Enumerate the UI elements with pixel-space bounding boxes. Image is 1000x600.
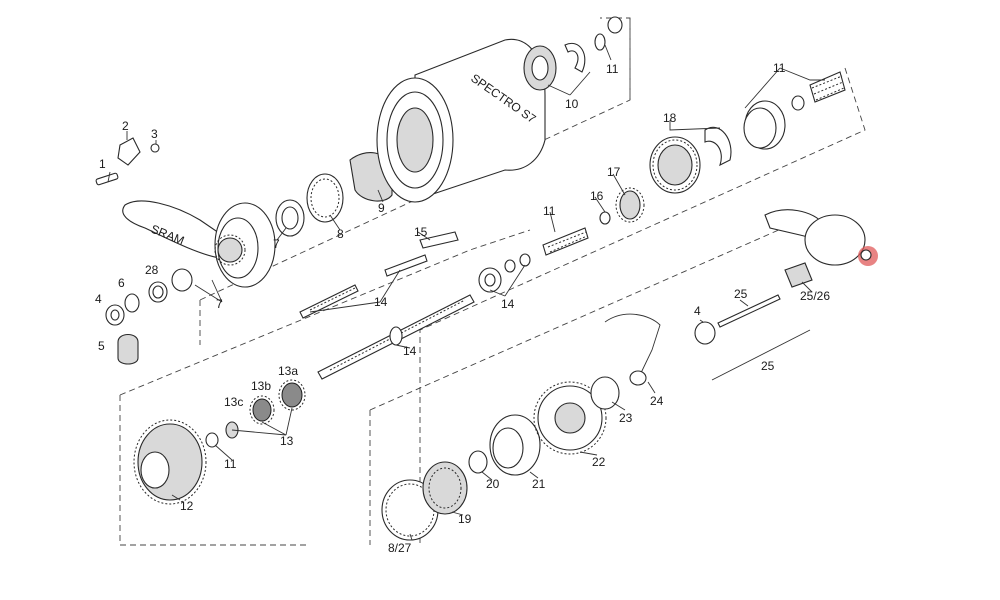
- callout-23: 23: [619, 411, 633, 425]
- callout-5: 5: [98, 339, 105, 353]
- bolt-1: [95, 172, 119, 186]
- callout-16: 16: [590, 189, 604, 203]
- callout-2: 2: [122, 119, 129, 133]
- callout-19: 19: [458, 512, 472, 526]
- callout-10: 10: [565, 97, 579, 111]
- right-top-parts: [649, 71, 846, 194]
- callout-8: 8: [337, 227, 344, 241]
- callout-14-left: 14: [374, 295, 388, 309]
- callout-4-right: 4: [694, 304, 701, 318]
- callout-11-low: 11: [224, 457, 237, 471]
- callout-22: 22: [592, 455, 606, 469]
- callout-11-right: 11: [773, 61, 786, 75]
- washer-16: [599, 211, 611, 225]
- spring-11: [809, 71, 846, 103]
- callout-18: 18: [663, 111, 677, 125]
- callout-13a: 13a: [278, 364, 298, 378]
- shifter-assembly: [711, 209, 878, 381]
- bearing-parts: [275, 152, 393, 237]
- callout-7: 7: [273, 237, 280, 251]
- callout-labels: 1 2 3 4 4 5 6 7 7 8 8/27 9 10 11 11 11 1…: [95, 61, 830, 555]
- spring-11-mid: [542, 227, 589, 256]
- mid-parts: [299, 187, 645, 319]
- callout-15: 15: [414, 225, 428, 239]
- callout-8-27: 8/27: [388, 541, 412, 555]
- chain-stay-24: [604, 313, 661, 376]
- ring-18: [704, 127, 732, 167]
- push-rod-14: [299, 284, 359, 319]
- driver-assembly: [381, 313, 716, 541]
- rod-25: [711, 329, 811, 381]
- callout-12: 12: [180, 499, 194, 513]
- axle-14: [317, 294, 475, 380]
- callout-25-26: 25/26: [800, 289, 830, 303]
- callout-21: 21: [532, 477, 546, 491]
- callout-6: 6: [118, 276, 125, 290]
- assembly-frames: [119, 17, 866, 546]
- callout-28: 28: [145, 263, 159, 277]
- callout-1: 1: [99, 157, 106, 171]
- brake-arm-assembly: SRAM: [95, 137, 276, 288]
- callout-13b: 13b: [251, 379, 271, 393]
- cap-nut-5: [117, 333, 139, 365]
- callout-7-lower: 7: [216, 297, 223, 311]
- callout-13: 13: [280, 434, 294, 448]
- planet-gear-assembly: [133, 379, 306, 505]
- washer-6: [124, 293, 140, 313]
- brake-sprocket: [217, 237, 243, 263]
- hub-end-parts: [523, 16, 623, 91]
- callout-13c: 13c: [224, 395, 243, 409]
- callout-14-axle: 14: [403, 344, 417, 358]
- callout-11-mid: 11: [543, 204, 556, 218]
- callout-4: 4: [95, 292, 102, 306]
- callout-25-lower: 25: [761, 359, 775, 373]
- callout-14-right: 14: [501, 297, 515, 311]
- driver-19: [422, 461, 468, 515]
- callout-25: 25: [734, 287, 748, 301]
- callout-17: 17: [607, 165, 621, 179]
- clip-2: [117, 137, 141, 166]
- push-rod-25: [717, 294, 781, 328]
- gear-13b: [252, 398, 272, 422]
- cone-20: [468, 450, 488, 474]
- leader-lines: [107, 44, 825, 541]
- callout-11-top: 11: [606, 62, 619, 76]
- snap-ring-23: [590, 376, 620, 410]
- hub-shell: SPECTRO S7: [376, 38, 546, 203]
- driver-17: [619, 190, 641, 220]
- washer-3: [150, 143, 160, 153]
- callout-24: 24: [650, 394, 664, 408]
- clamp-25-26: [784, 262, 813, 288]
- left-small-parts: [105, 268, 193, 365]
- nut-4-right: [694, 321, 716, 345]
- callout-9: 9: [378, 201, 385, 215]
- ball-retainer-8: [306, 173, 344, 223]
- callout-3: 3: [151, 127, 158, 141]
- washer-11-top: [594, 33, 606, 51]
- key-15: [419, 231, 459, 249]
- callout-20: 20: [486, 477, 500, 491]
- gear-13a: [281, 382, 303, 408]
